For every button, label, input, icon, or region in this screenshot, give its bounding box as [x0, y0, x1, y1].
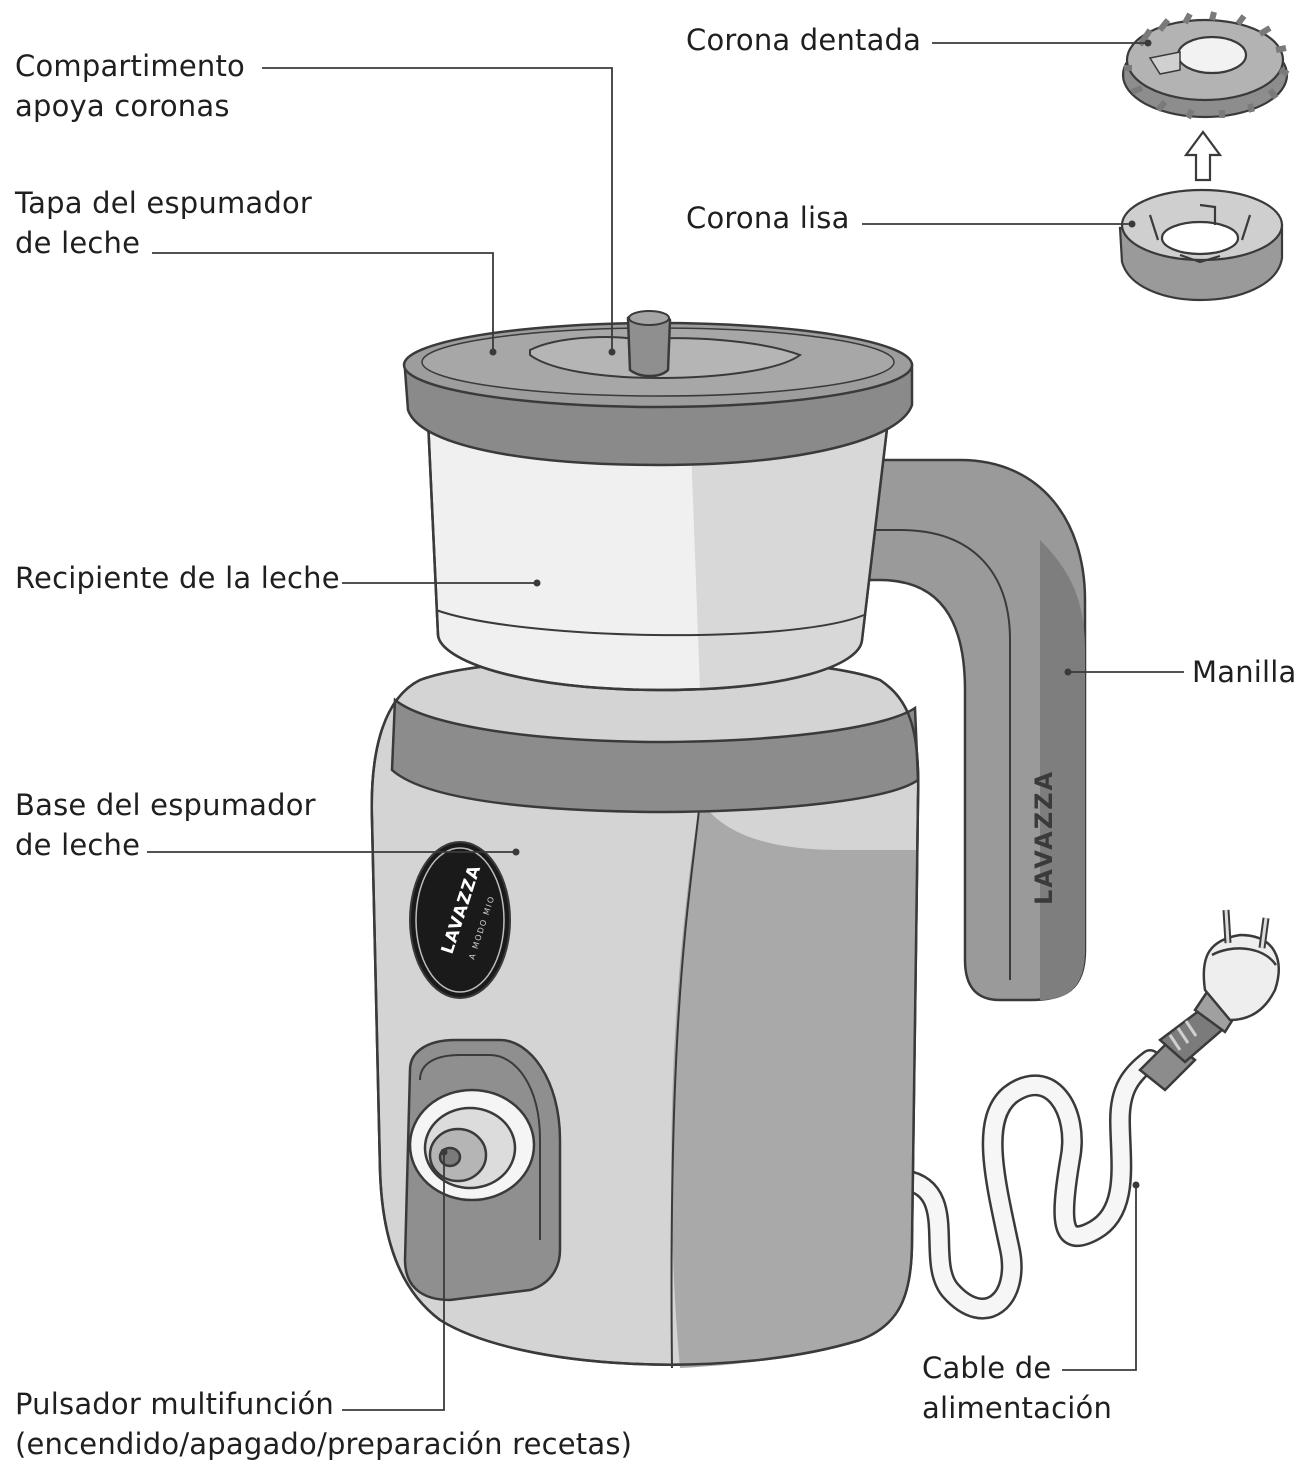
label-corona-lisa-line1: Corona lisa — [686, 201, 850, 235]
frother-lid — [402, 310, 914, 467]
smooth-crown — [1118, 188, 1284, 302]
leader-dot-compartimento — [608, 348, 616, 356]
leader-dot-pulsador — [440, 1148, 448, 1156]
milk-jug — [426, 418, 890, 692]
label-pulsador-line1: Pulsador multifunción — [15, 1387, 334, 1421]
label-cable-line1: Cable de — [922, 1351, 1052, 1385]
leader-tapa — [152, 252, 494, 352]
label-cable-line2: alimentación — [922, 1391, 1113, 1425]
leader-lines — [147, 39, 1184, 1411]
leader-dot-tapa — [489, 348, 497, 356]
leader-pulsador — [342, 1152, 445, 1411]
label-corona-dentada: Corona dentada — [686, 20, 921, 60]
leader-dot-manilla — [1064, 668, 1072, 676]
label-recipiente-line1: Recipiente de la leche — [15, 561, 340, 595]
label-compartimento-line1: Compartimento — [15, 49, 245, 83]
leader-dot-base — [512, 848, 520, 856]
leader-cable — [1062, 1185, 1137, 1371]
leader-dot-cable — [1132, 1181, 1140, 1189]
handle-brand-mark: LAVAZZA — [1030, 770, 1058, 905]
leader-compartimento — [262, 67, 613, 352]
label-pulsador-line2: (encendido/apagado/preparación recetas) — [15, 1427, 633, 1461]
label-tapa-line2: de leche — [15, 226, 141, 260]
up-arrow-icon — [1183, 130, 1223, 182]
label-recipiente: Recipiente de la leche — [15, 558, 340, 598]
label-base-line1: Base del espumador — [15, 788, 316, 822]
label-compartimento-line2: apoya coronas — [15, 89, 230, 123]
lavazza-logo: LAVAZZA A MODO MIO — [409, 841, 511, 999]
leader-dot-corona-dentada — [1144, 39, 1152, 47]
leader-dot-corona-lisa — [1128, 220, 1136, 228]
label-base-line2: de leche — [15, 828, 141, 862]
power-plug — [1138, 909, 1280, 1092]
label-manilla-line1: Manilla — [1192, 655, 1297, 689]
power-cable — [894, 1049, 1161, 1320]
label-corona-lisa: Corona lisa — [686, 198, 850, 238]
toothed-crown — [1121, 11, 1290, 120]
label-cable: Cable de alimentación — [922, 1348, 1112, 1428]
label-tapa: Tapa del espumador de leche — [15, 183, 312, 263]
label-corona-dentada-line1: Corona dentada — [686, 23, 922, 57]
multifunction-button[interactable] — [408, 1088, 536, 1202]
label-base: Base del espumador de leche — [15, 785, 316, 865]
label-compartimento: Compartimento apoya coronas — [15, 46, 245, 126]
label-manilla: Manilla — [1192, 652, 1297, 692]
label-pulsador: Pulsador multifunción (encendido/apagado… — [15, 1384, 632, 1464]
label-tapa-line1: Tapa del espumador — [15, 186, 313, 220]
leader-dot-recipiente — [533, 579, 541, 587]
